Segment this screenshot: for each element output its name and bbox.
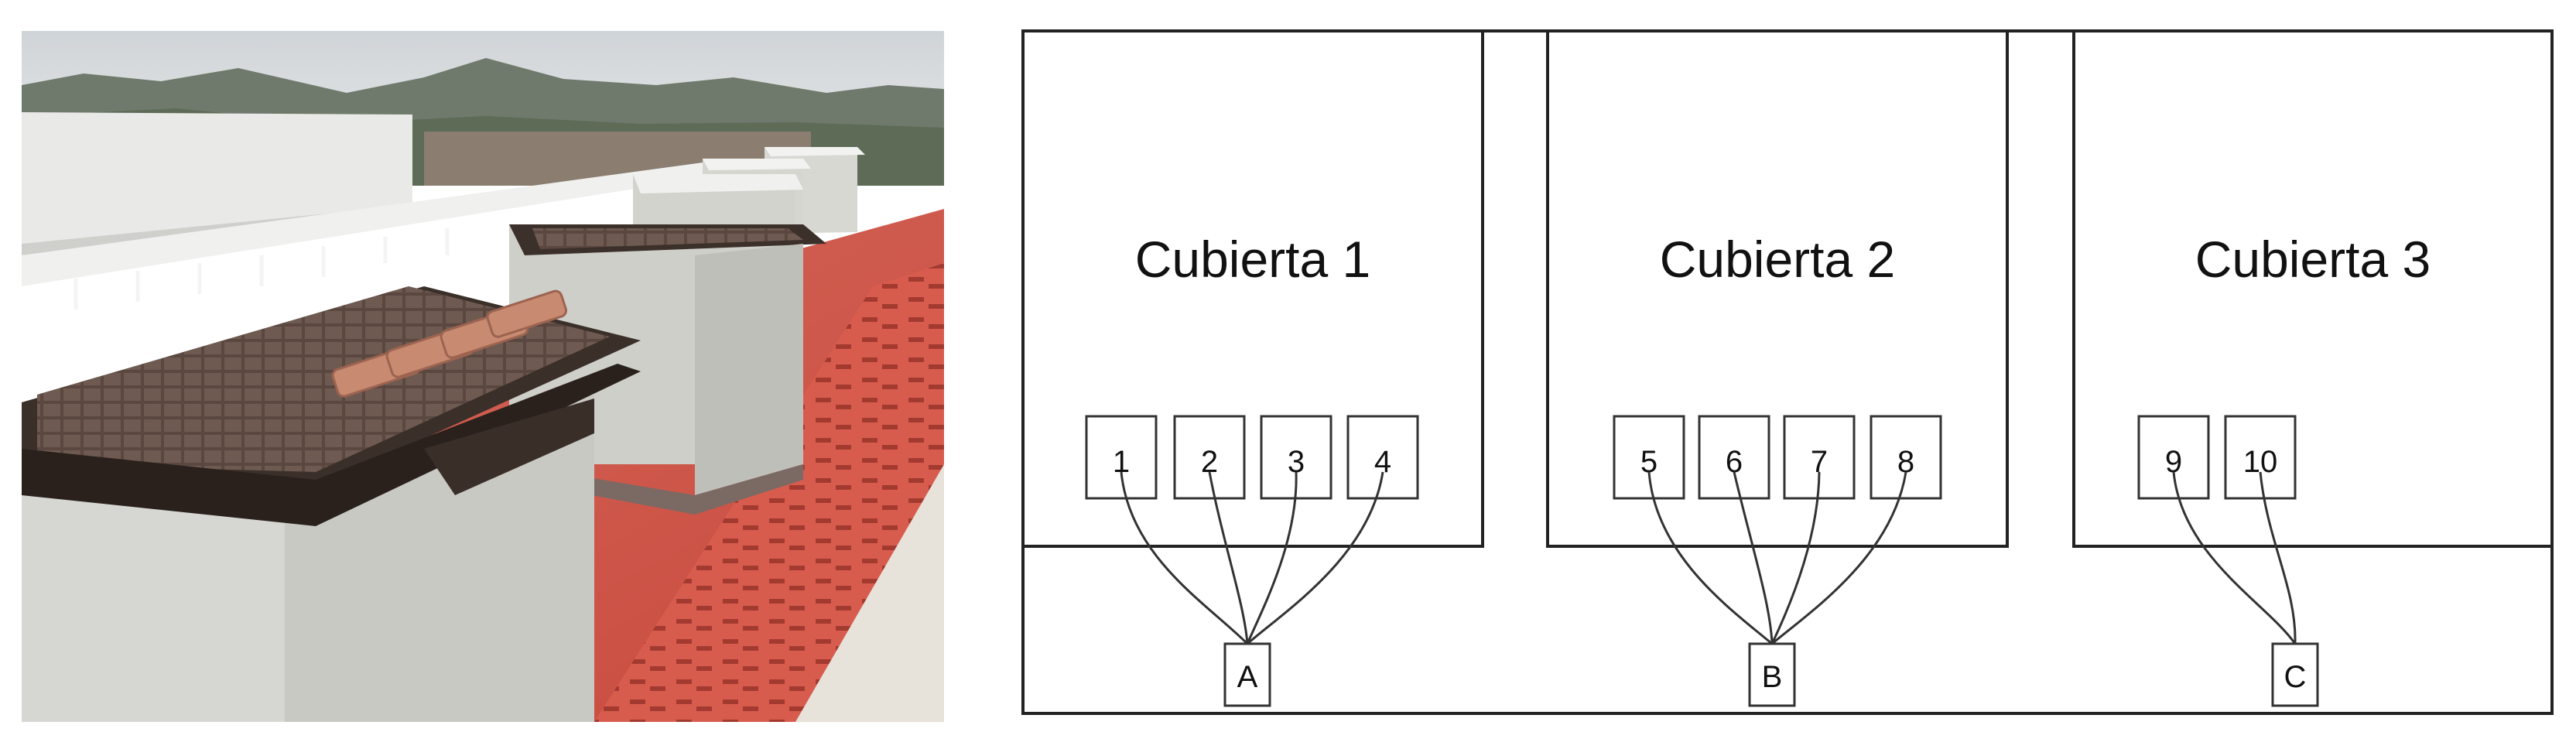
- collector-b: B: [1748, 642, 1796, 707]
- sensor-10-box: [2224, 415, 2297, 500]
- sensor-1-box: [1085, 415, 1158, 500]
- sensor-4-label: 4: [1374, 445, 1391, 479]
- wire-8-b: [1771, 471, 1907, 645]
- sensor-8-box: [1870, 415, 1942, 500]
- sensor-1-label: 1: [1113, 445, 1130, 479]
- cover-2: Cubierta 2 5 6 7 8: [1546, 29, 2009, 548]
- sensor-3-label: 3: [1288, 445, 1305, 479]
- sensor-2-box: [1173, 415, 1246, 500]
- sensor-6-box: [1698, 415, 1770, 500]
- cover-1: Cubierta 1 1 2 3 4: [1021, 29, 1484, 548]
- collector-a-label: A: [1237, 660, 1258, 694]
- wire-1-a: [1120, 471, 1249, 645]
- cover-1-box: [1021, 29, 1484, 548]
- wire-7-b: [1770, 471, 1821, 645]
- wire-5-b: [1647, 471, 1773, 645]
- sensor-5-box: [1613, 415, 1685, 500]
- collector-a: A: [1223, 642, 1271, 707]
- cover-3: Cubierta 3 9 10: [2072, 29, 2554, 548]
- sensor-9-label: 9: [2165, 445, 2182, 479]
- sensor-6-label: 6: [1726, 445, 1743, 479]
- wires-c: [2172, 471, 2297, 645]
- sensor-7-label: 7: [1811, 445, 1828, 479]
- cover-3-title: Cubierta 3: [2195, 231, 2431, 288]
- cover-1-title: Cubierta 1: [1135, 231, 1371, 288]
- wire-2-a: [1208, 471, 1249, 645]
- collector-a-box: [1223, 642, 1271, 707]
- sensor-2-label: 2: [1201, 445, 1218, 479]
- rooftop-photo: [22, 31, 944, 722]
- collector-c-box: [2271, 642, 2319, 707]
- rooftop-photo-image: [22, 31, 944, 722]
- sensor-8-label: 8: [1897, 445, 1914, 479]
- cover-3-box: [2072, 29, 2554, 548]
- sensor-5-label: 5: [1640, 445, 1657, 479]
- wires-b: [1647, 471, 1907, 645]
- sensor-4-box: [1346, 415, 1419, 500]
- collector-c: C: [2271, 642, 2319, 707]
- wire-3-a: [1246, 471, 1298, 645]
- cover-2-title: Cubierta 2: [1660, 231, 1896, 288]
- wires-a: [1120, 471, 1384, 645]
- wire-10-c: [2259, 471, 2297, 645]
- collector-b-label: B: [1762, 660, 1783, 694]
- wire-4-a: [1247, 471, 1384, 645]
- cover-2-box: [1546, 29, 2009, 548]
- wire-6-b: [1733, 471, 1774, 645]
- collector-b-box: [1748, 642, 1796, 707]
- wire-9-c: [2172, 471, 2297, 645]
- collector-c-label: C: [2284, 660, 2307, 694]
- sensor-9-box: [2137, 415, 2210, 500]
